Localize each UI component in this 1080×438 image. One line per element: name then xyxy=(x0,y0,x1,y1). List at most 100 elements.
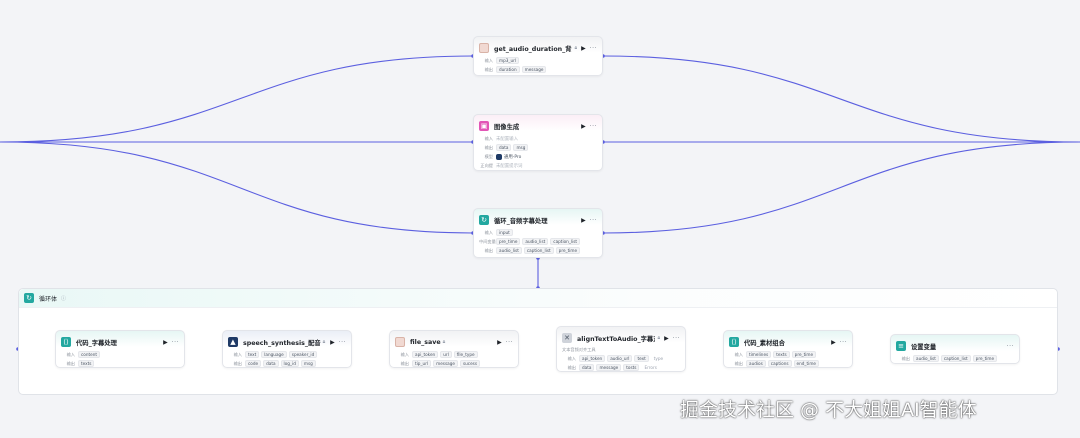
input-label: 输入 xyxy=(66,351,75,357)
input-param: texts xyxy=(773,351,790,358)
input-label: 输入 xyxy=(484,135,493,141)
plugin-avatar-icon xyxy=(479,43,489,53)
code-icon: ⟨⟩ xyxy=(729,337,739,347)
output-label: 输出 xyxy=(66,360,75,366)
node-title: 代码_素材组合 xyxy=(744,339,785,347)
loop-icon: ↻ xyxy=(24,293,34,303)
input-param: text xyxy=(634,355,649,362)
input-param: api_token xyxy=(579,355,606,362)
output-label: 输出 xyxy=(484,144,493,150)
input-label: 输入 xyxy=(567,355,576,361)
output-param: tosts xyxy=(623,364,640,371)
output-param: audio_list xyxy=(913,355,939,362)
prompt-empty-value: 未配置提示词 xyxy=(496,163,523,169)
input-label: 输入 xyxy=(233,351,242,357)
output-param: data xyxy=(263,360,279,367)
run-button[interactable]: ▶ xyxy=(831,338,836,346)
more-options-button[interactable]: ··· xyxy=(672,334,680,342)
lock-icon: 🔒︎ xyxy=(442,339,446,345)
input-param: timelines xyxy=(746,351,772,358)
watermark: 掘金技术社区 @ 不大姐姐AI智能体 xyxy=(680,399,977,421)
output-param: sucess xyxy=(459,360,481,367)
output-param: data xyxy=(496,144,512,151)
input-param: pre_time xyxy=(791,351,817,358)
output-param-overflow: Errors xyxy=(644,365,657,370)
output-param: audios xyxy=(746,360,766,367)
output-label: 输出 xyxy=(233,360,242,366)
variable-param: audio_list xyxy=(522,238,549,245)
output-param: msg xyxy=(300,360,316,367)
input-param: url xyxy=(440,351,452,358)
node-get-audio-duration[interactable]: get_audio_duration_背景音乐 🔒︎ ▶ ··· 输入mp3_u… xyxy=(473,36,603,76)
output-param: caption_list xyxy=(523,247,554,254)
more-options-button[interactable]: ··· xyxy=(839,338,847,346)
model-value: 通用-Pro xyxy=(504,154,522,160)
more-options-button[interactable]: ··· xyxy=(505,338,513,346)
output-param: audio_list xyxy=(496,247,522,254)
code-icon: ⟨⟩ xyxy=(61,337,71,347)
output-label: 输出 xyxy=(484,66,493,72)
more-options-button[interactable]: ··· xyxy=(589,44,597,52)
run-button[interactable]: ▶ xyxy=(497,338,502,346)
run-button[interactable]: ▶ xyxy=(163,338,168,346)
lock-icon: 🔒︎ xyxy=(322,339,326,345)
run-button[interactable]: ▶ xyxy=(581,216,586,224)
variable-param: pre_time xyxy=(496,238,521,245)
loop-icon: ↻ xyxy=(479,215,489,225)
output-param: duration xyxy=(496,66,520,73)
loop-body-container[interactable]: ↻ 循环体 ⓘ xyxy=(18,288,1058,395)
variable-param: caption_list xyxy=(550,238,581,245)
output-label: 输出 xyxy=(400,360,409,366)
info-icon[interactable]: ⓘ xyxy=(61,295,67,302)
output-param: texts xyxy=(78,360,95,367)
node-title: alignTextToAudio_字幕对齐 xyxy=(577,335,655,343)
output-label: 输出 xyxy=(901,355,910,361)
run-button[interactable]: ▶ xyxy=(581,44,586,52)
input-param: content xyxy=(78,351,101,358)
image-generation-icon: ▣ xyxy=(479,121,489,131)
run-button[interactable]: ▶ xyxy=(330,338,335,346)
speech-plugin-icon: ▲ xyxy=(228,337,238,347)
node-title: 循环_音频字幕处理 xyxy=(494,217,548,225)
output-param: caption_list xyxy=(940,355,971,362)
input-label: 输入 xyxy=(400,351,409,357)
output-param: code xyxy=(245,360,262,367)
output-param: tip_url xyxy=(412,360,432,367)
model-label: 模型 xyxy=(484,153,493,159)
lock-icon: 🔒︎ xyxy=(574,45,578,51)
run-button[interactable]: ▶ xyxy=(664,334,669,342)
input-empty-value: 未配置输入 xyxy=(496,136,518,142)
input-param: api_token xyxy=(412,351,439,358)
node-title: speech_synthesis_配音 xyxy=(243,339,321,347)
output-param: message xyxy=(433,360,458,367)
output-param: data xyxy=(579,364,595,371)
set-variable-icon: ≡ xyxy=(896,341,906,351)
node-title: 图像生成 xyxy=(494,123,520,131)
more-options-button[interactable]: ··· xyxy=(589,122,597,130)
input-label: 输入 xyxy=(484,57,493,63)
more-options-button[interactable]: ··· xyxy=(1006,342,1014,350)
output-param: pre_time xyxy=(555,247,581,254)
output-param: log_id xyxy=(280,360,299,367)
input-param: input xyxy=(496,229,513,236)
run-button[interactable]: ▶ xyxy=(581,122,586,130)
output-param: message xyxy=(596,364,622,371)
more-options-button[interactable]: ··· xyxy=(338,338,346,346)
input-label: 输入 xyxy=(484,229,493,235)
plugin-avatar-icon xyxy=(395,337,405,347)
input-param: file_type xyxy=(453,351,478,358)
output-param: pre_time xyxy=(972,355,998,362)
more-options-button[interactable]: ··· xyxy=(171,338,179,346)
more-options-button[interactable]: ··· xyxy=(589,216,597,224)
node-align-text-to-audio[interactable]: ✕ alignTextToAudio_字幕对齐 🔒︎ ▶ ··· 文本音频对齐工… xyxy=(556,326,686,372)
output-param: message xyxy=(521,66,547,73)
node-title: 代码_字幕处理 xyxy=(76,339,117,347)
input-param: speaker_id xyxy=(288,351,318,358)
